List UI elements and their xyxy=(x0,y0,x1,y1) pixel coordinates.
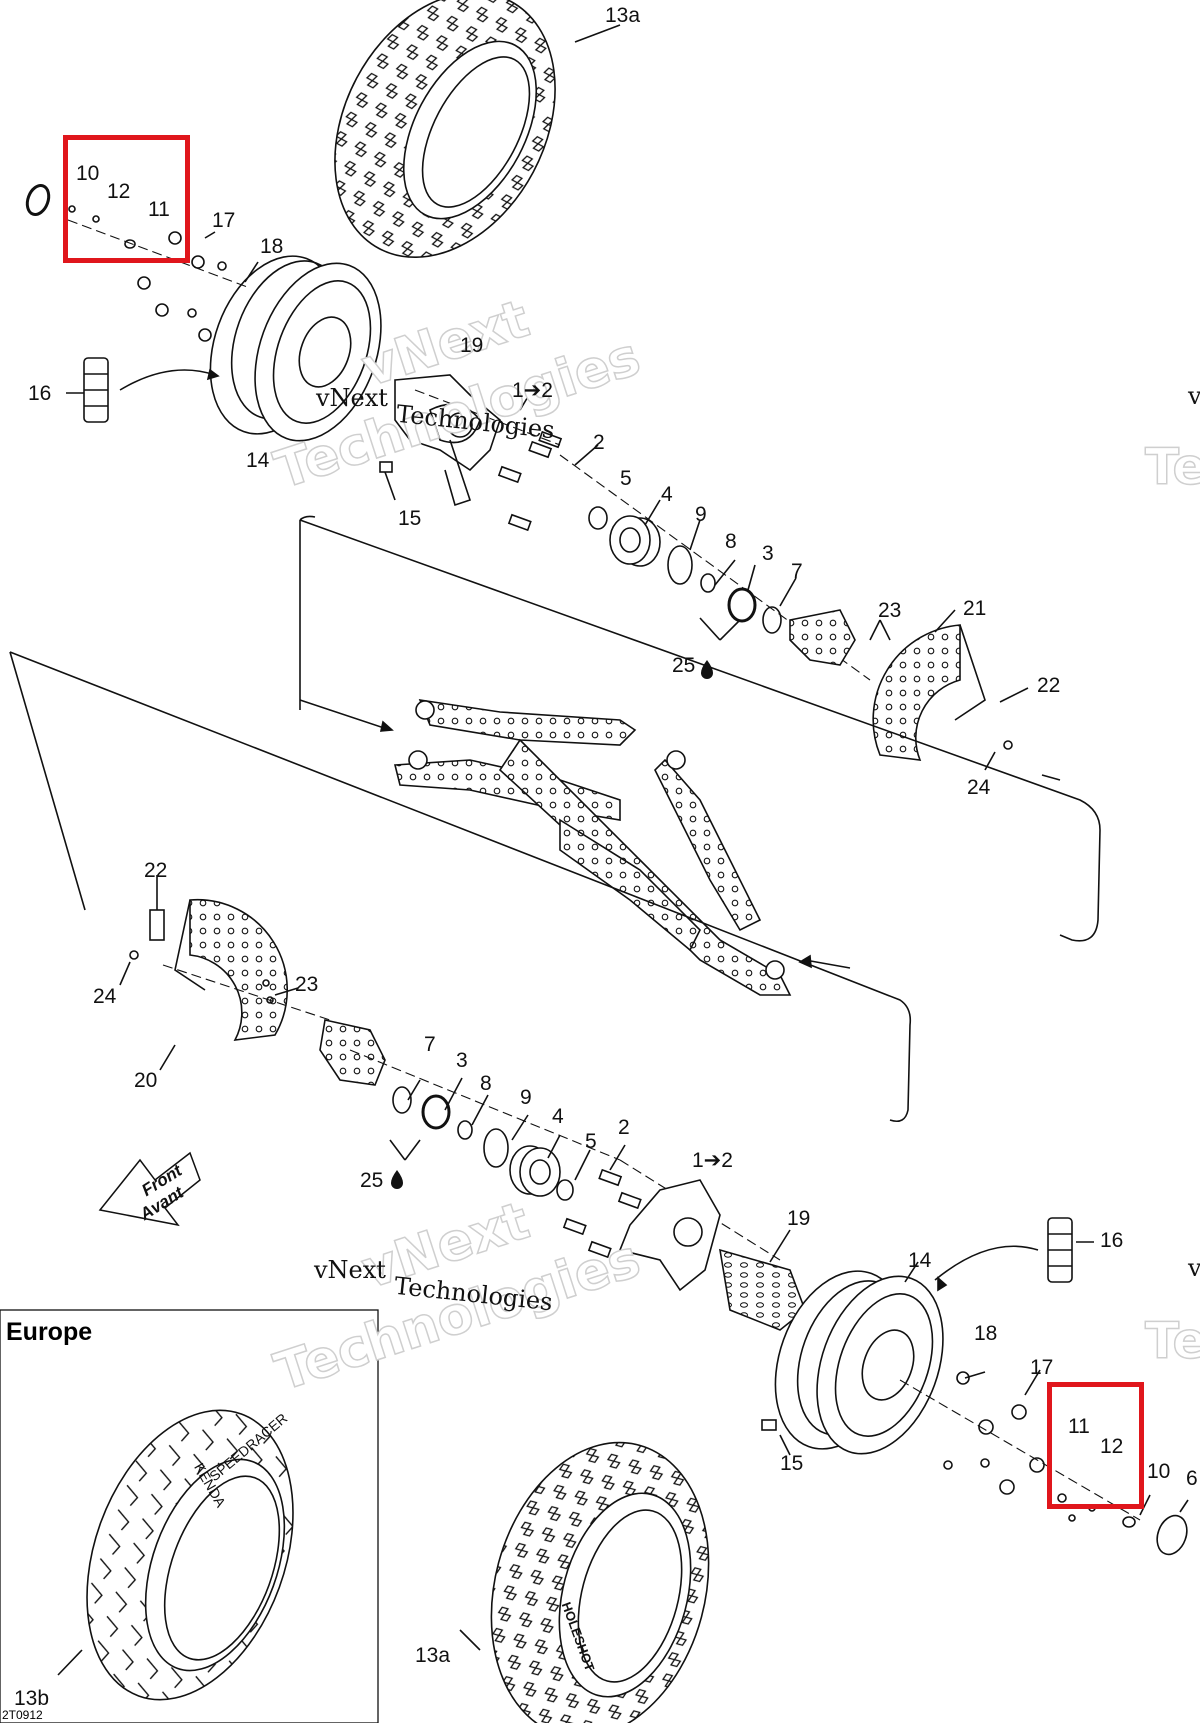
callout-9-bottom: 9 xyxy=(520,1086,532,1109)
callout-15-top: 15 xyxy=(398,507,422,530)
callout-4-top: 4 xyxy=(661,483,673,506)
callout-14-top: 14 xyxy=(246,449,270,472)
bottom-wheel-bearing xyxy=(509,1145,561,1197)
grease-drop-icon xyxy=(391,1170,403,1189)
callout-11-bottom: 11 xyxy=(1068,1415,1090,1438)
callout-10-top: 10 xyxy=(76,162,100,185)
callout-17-bottom: 17 xyxy=(1030,1356,1054,1379)
europe-box-title: Europe xyxy=(6,1318,93,1346)
top-wheel-rim xyxy=(209,255,382,442)
callout-2-top: 2 xyxy=(593,431,605,454)
callout-24-left: 24 xyxy=(93,985,117,1008)
callout-14-bottom: 14 xyxy=(908,1249,932,1272)
edge-watermark-v-top: v xyxy=(1188,382,1200,410)
callout-2-bottom: 2 xyxy=(618,1116,630,1139)
callout-20: 20 xyxy=(134,1069,158,1092)
edge-watermark-te-bottom: Te xyxy=(1144,1312,1200,1370)
diagram-code: 2T0912 xyxy=(2,1708,43,1722)
watermark-text-top: vNext xyxy=(316,384,388,412)
callout-13a-bottom: 13a xyxy=(415,1644,451,1667)
bottom-wheel-rim xyxy=(774,1270,944,1455)
top-brake-disc-shield xyxy=(872,624,986,761)
callout-19-top: 19 xyxy=(460,334,484,357)
callout-13b: 13b xyxy=(14,1687,50,1710)
top-valve-weights xyxy=(83,357,109,423)
callout-21: 21 xyxy=(963,597,987,620)
callout-3-top: 3 xyxy=(762,542,774,565)
callout-24-right: 24 xyxy=(967,776,991,799)
bottom-caliper-bracket xyxy=(319,1019,386,1086)
bottom-tire xyxy=(490,1441,710,1728)
callout-11-top: 11 xyxy=(148,198,170,221)
callout-17-top: 17 xyxy=(212,209,236,232)
watermark-text-bottom: vNext xyxy=(314,1256,386,1284)
callout-16-bottom: 16 xyxy=(1100,1229,1124,1252)
callout-3-bottom: 3 xyxy=(456,1049,468,1072)
top-caliper-bracket xyxy=(789,609,856,666)
callout-4-bottom: 4 xyxy=(552,1105,564,1128)
top-wheel-bearing xyxy=(609,515,661,567)
callout-19-bottom: 19 xyxy=(787,1207,811,1230)
callout-23-top: 23 xyxy=(878,599,902,622)
callout-15-bottom: 15 xyxy=(780,1452,804,1475)
callout-22-left: 22 xyxy=(144,859,168,882)
callout-1to2-top: 1➔2 xyxy=(512,379,553,402)
callout-5-top: 5 xyxy=(620,467,632,490)
callout-23-left: 23 xyxy=(295,973,319,996)
bottom-brake-disc-shield xyxy=(174,898,289,1041)
callout-25-bottom: 25 xyxy=(360,1169,384,1192)
callout-12-top: 12 xyxy=(107,180,131,203)
callout-12-bottom: 12 xyxy=(1100,1435,1124,1458)
callout-5-bottom: 5 xyxy=(585,1130,597,1153)
europe-tire xyxy=(86,1409,294,1701)
edge-watermark-te-top: Te xyxy=(1144,438,1200,496)
callout-1to2-bottom: 1➔2 xyxy=(692,1149,733,1172)
top-tire xyxy=(334,0,556,259)
callout-10-bottom: 10 xyxy=(1147,1460,1171,1483)
front-direction-arrow xyxy=(98,1151,201,1227)
grease-drop-icon xyxy=(701,660,713,679)
highlight-box-bottom xyxy=(1047,1382,1144,1509)
callout-7-top: 7 xyxy=(791,560,803,583)
callout-7-bottom: 7 xyxy=(424,1033,436,1056)
highlight-box-top xyxy=(63,135,190,263)
callout-9-top: 9 xyxy=(695,503,707,526)
callout-8-bottom: 8 xyxy=(480,1072,492,1095)
edge-watermark-v-bottom: v xyxy=(1188,1254,1200,1282)
callout-8-top: 8 xyxy=(725,530,737,553)
top-steering-knuckle xyxy=(394,374,501,507)
callout-18-bottom: 18 xyxy=(974,1322,998,1345)
callout-16-top: 16 xyxy=(28,382,52,405)
callout-18-top: 18 xyxy=(260,235,284,258)
callout-22-right: 22 xyxy=(1037,674,1061,697)
suspension-a-arms xyxy=(393,699,792,996)
bottom-steering-knuckle xyxy=(618,1179,806,1331)
callout-6-bottom: 6 xyxy=(1186,1467,1198,1490)
bottom-valve-weights xyxy=(1047,1217,1073,1283)
callout-25-top: 25 xyxy=(672,654,696,677)
callout-13a-top: 13a xyxy=(605,4,641,27)
